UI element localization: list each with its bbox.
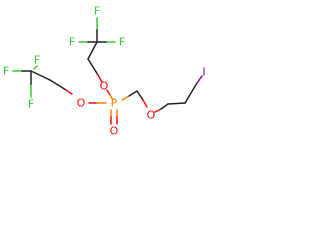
bond-o-ch2-ether-black (160, 103, 169, 110)
bond-p-ch2-black (128, 90, 138, 97)
atom-f-top-center: F (94, 5, 100, 18)
atom-iodine: I (202, 66, 205, 79)
atom-f-left-top: F (3, 65, 9, 78)
bond-f-c-left-mid (33, 65, 38, 70)
atom-o-ether: O (147, 109, 156, 122)
atom-f-top-right: F (119, 36, 125, 49)
bond-cf3-ch2-upper (87, 41, 98, 60)
bond-p-ch2-orange (121, 95, 130, 101)
atom-f-top-left: F (69, 36, 75, 49)
bond-ch2-o-upper-red (97, 74, 103, 83)
bond-ch2-o-ether-black (136, 90, 144, 101)
bond-o-ch2-ether-red (154, 108, 162, 113)
atom-o-upper: O (100, 80, 109, 93)
bond-o-p-upper-orange (109, 94, 114, 101)
atom-f-left-mid: F (34, 54, 40, 67)
atom-o-left: O (77, 97, 86, 110)
bond-ch2-o-upper (87, 58, 99, 76)
bond-ch2-ch2 (167, 102, 186, 105)
chemical-structure: F F F F F F O O P O O I (3, 5, 206, 138)
bond-cf3-ch2-left (30, 70, 51, 81)
atom-p-center: P (111, 97, 118, 110)
molecule-diagram: F F F F F F O O P O O I (3, 5, 206, 138)
bond-ch2-o-left (49, 79, 67, 91)
bond-ch2-o-left-red (65, 89, 73, 95)
bond-ch2-o-ether-red (142, 99, 148, 108)
bond-o-p-upper-red (106, 89, 111, 96)
atom-f-left-low: F (28, 98, 34, 111)
bond-ch2-i-violet (196, 75, 203, 84)
atom-o-double: O (110, 125, 119, 138)
bond-ch2-i-black (184, 82, 198, 104)
